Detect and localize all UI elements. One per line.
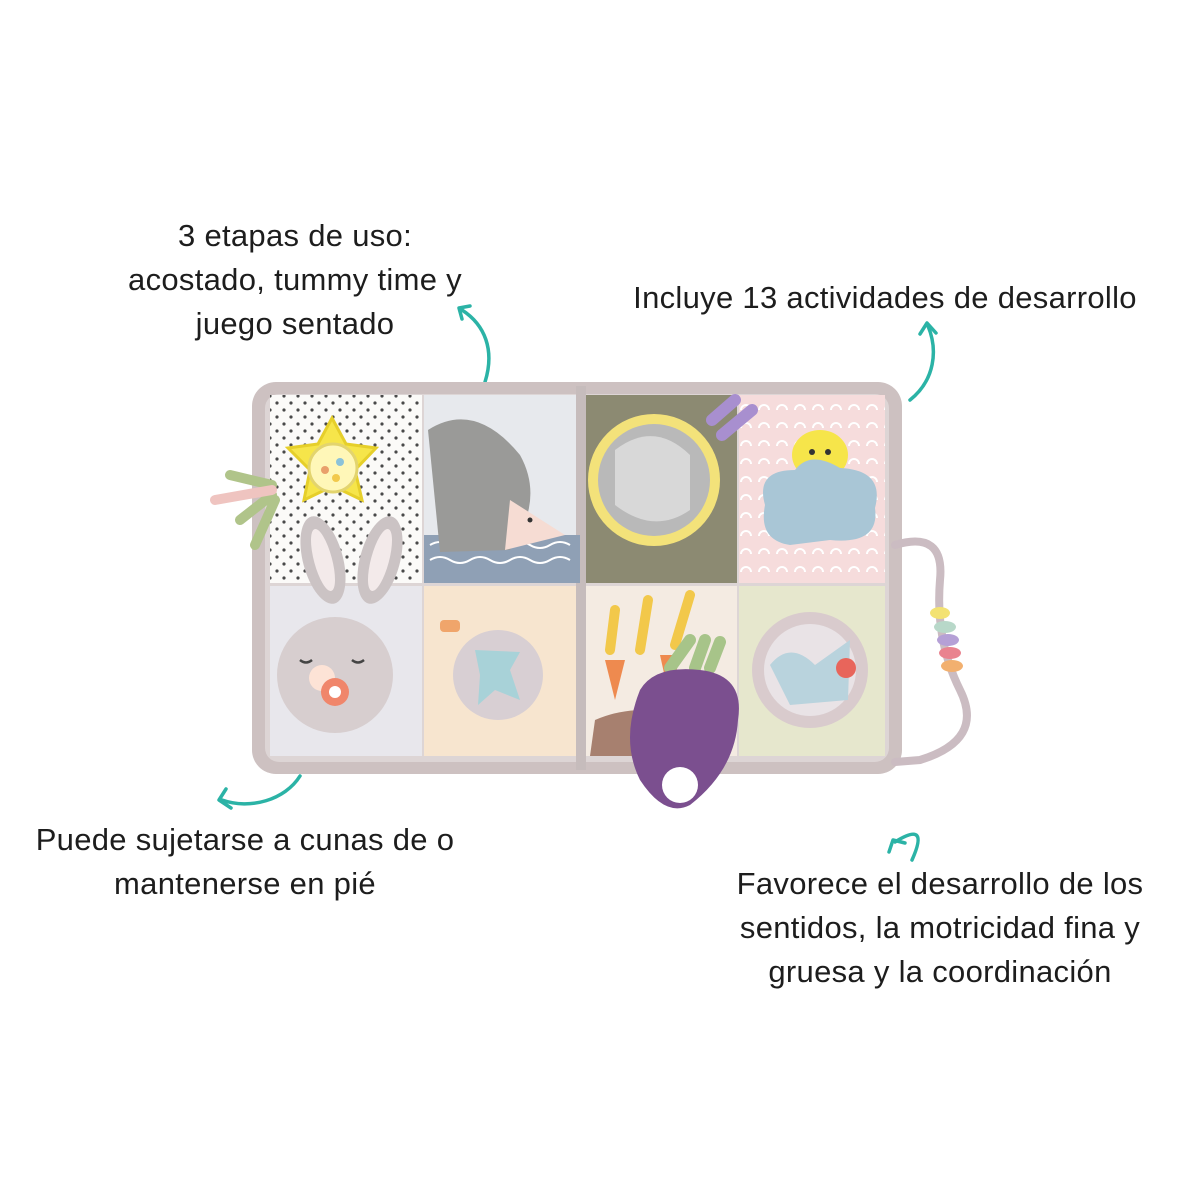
chick-cloud-icon bbox=[763, 430, 877, 545]
bead-rings-icon bbox=[891, 537, 971, 766]
spinner-icon bbox=[440, 620, 543, 720]
arrow-activities bbox=[908, 324, 935, 402]
callout-attachable: Puede sujetarse a cunas de o mantenerse … bbox=[35, 822, 455, 901]
beet-teether-icon bbox=[630, 634, 739, 809]
slider-window-icon bbox=[752, 612, 868, 728]
arrow-attach bbox=[220, 774, 302, 806]
mirror-icon bbox=[588, 394, 758, 546]
bunny-icon bbox=[277, 516, 403, 733]
arrow-usage-stages bbox=[460, 308, 491, 384]
callout-activities: Incluye 13 actividades de desarrollo bbox=[633, 280, 1137, 315]
callout-development-benefits: Favorece el desarrollo de los sentidos, … bbox=[736, 866, 1144, 989]
star-rattle-icon bbox=[210, 414, 380, 550]
callout-usage-stages: 3 etapas de uso: acostado, tummy time y … bbox=[128, 218, 462, 341]
play-mat bbox=[210, 382, 902, 774]
hedgehog-icon bbox=[424, 419, 580, 583]
